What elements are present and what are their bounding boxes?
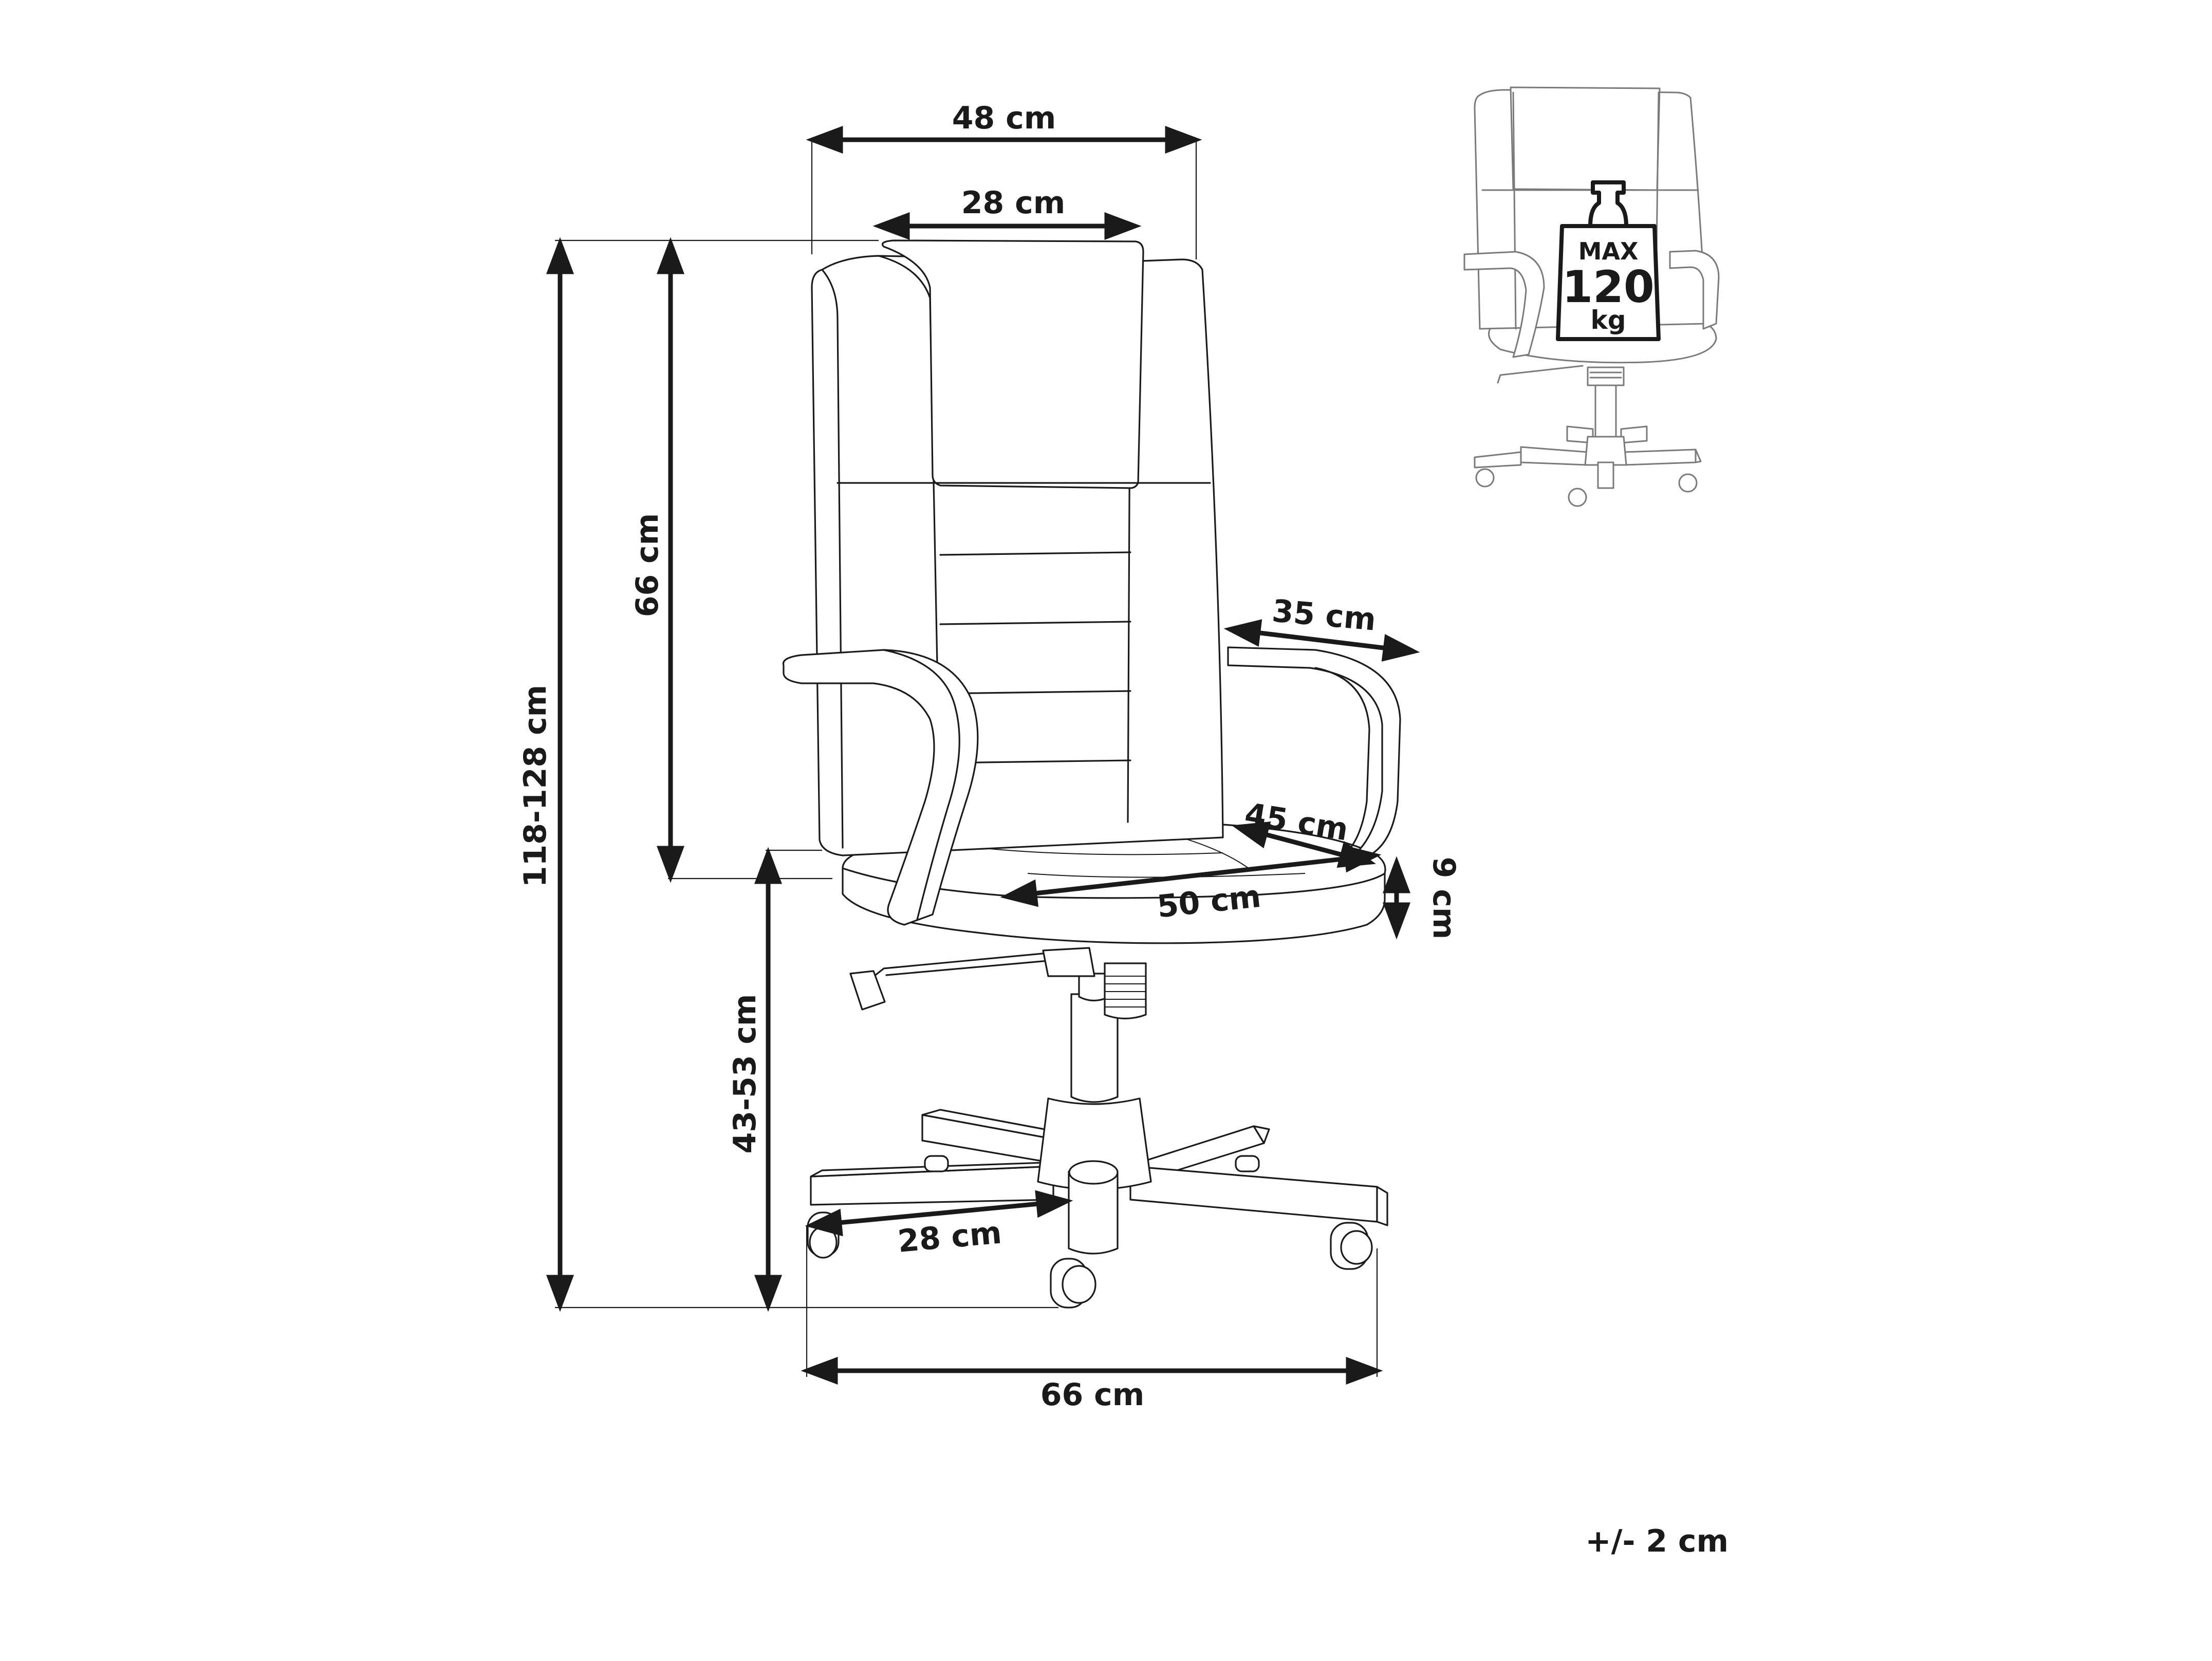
left-armrest [782, 649, 979, 926]
label-total-height: 118-128 cm [517, 685, 553, 887]
tolerance-note: +/- 2 cm [1585, 1523, 1728, 1559]
height-lever [849, 947, 1095, 1011]
label-total-width: 48 cm [952, 100, 1056, 136]
backrest [811, 239, 1224, 856]
label-base-width: 66 cm [1040, 1377, 1144, 1413]
max-load-unit: kg [1590, 305, 1626, 335]
label-backrest-width: 28 cm [961, 185, 1065, 221]
label-seat-thickness: 9 cm [1426, 857, 1462, 940]
label-armrest-depth: 35 cm [1271, 593, 1378, 638]
max-load-value: 120 [1562, 262, 1655, 313]
label-seat-height: 43-53 cm [727, 994, 763, 1154]
label-backrest-height: 66 cm [629, 513, 665, 617]
max-load-label: MAX [1578, 237, 1639, 265]
weight-icon: MAX 120 kg [1556, 180, 1661, 341]
label-base-radius: 28 cm [896, 1215, 1003, 1259]
chair-dimension-drawing [782, 239, 1401, 1309]
arrow-seat-width [1000, 845, 1382, 907]
arrow-base-radius [805, 1190, 1073, 1237]
gas-cylinder [1070, 962, 1147, 1103]
dimension-arrows [546, 126, 1420, 1385]
arrow-armrest-depth [1223, 619, 1420, 662]
